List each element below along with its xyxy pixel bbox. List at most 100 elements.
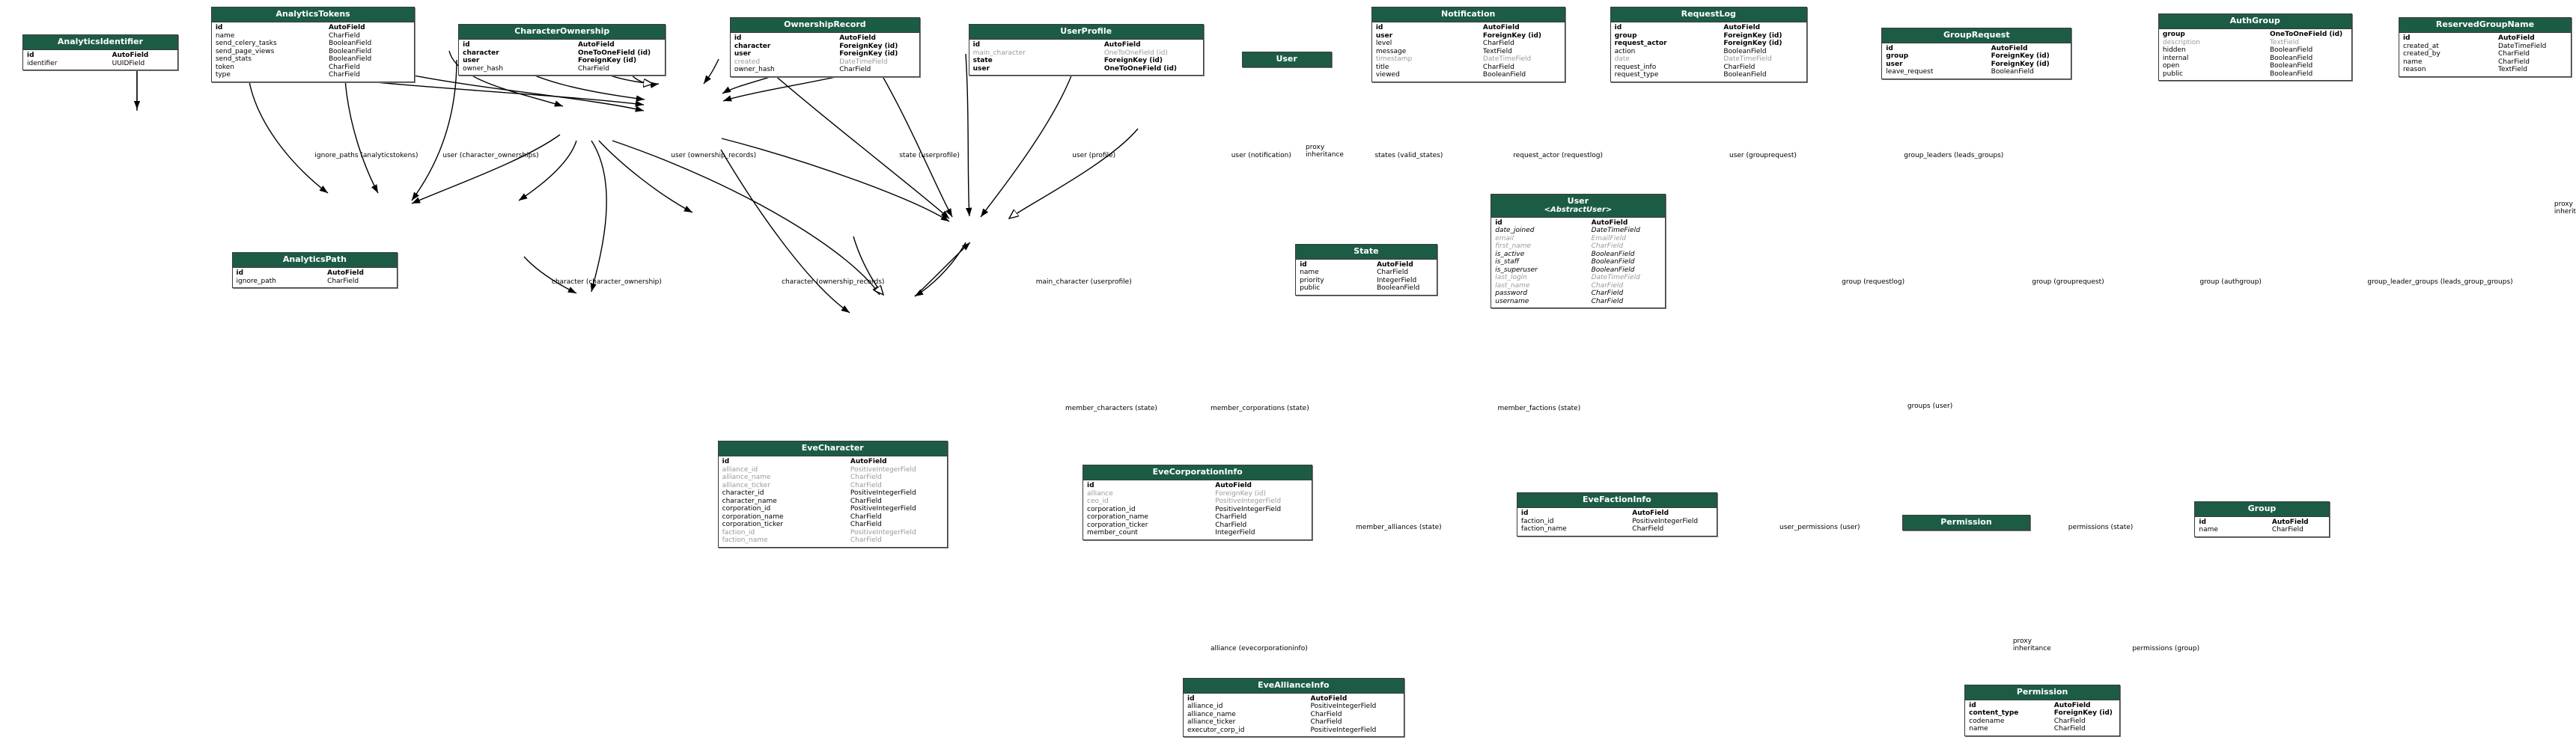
model-node-title: Notification — [1371, 7, 1565, 23]
field-name: state — [972, 57, 993, 65]
field-name: username — [1495, 297, 1529, 305]
edge-label: user (ownership_records) — [671, 152, 757, 160]
field-type: CharField — [850, 521, 882, 529]
field-type: ForeignKey (id) — [1991, 52, 2050, 61]
edge-label: proxy inheritance — [2012, 637, 2051, 653]
model-node-title: AnalyticsPath — [232, 253, 398, 269]
field-name: id — [1969, 701, 1976, 709]
field-name: id — [2199, 518, 2206, 526]
field-name: owner_hash — [463, 64, 504, 73]
model-node-permission_stub[interactable]: Permission — [1902, 515, 2030, 531]
field-name: corporation_ticker — [722, 521, 784, 529]
field-name: email — [1495, 234, 1514, 242]
field-name: ceo_id — [1087, 498, 1109, 506]
model-node-title: AnalyticsTokens — [211, 7, 415, 23]
field-type: BooleanField — [1482, 71, 1526, 79]
field-name: send_celery_tasks — [215, 40, 277, 48]
edge-label: group (grouprequest) — [2032, 278, 2104, 286]
edge-label: groups (user) — [1907, 403, 1953, 411]
field-name: user — [463, 57, 480, 65]
model-node-title: EveAllianceInfo — [1184, 678, 1404, 694]
field-name: internal — [2162, 54, 2189, 62]
field-type: OneToOneField (id) — [577, 49, 651, 57]
field-type: EmailField — [1591, 234, 1626, 242]
field-name: alliance_name — [722, 474, 771, 482]
field-name: send_page_views — [215, 47, 275, 55]
field-type: CharField — [328, 71, 360, 79]
field-name: id — [27, 52, 34, 60]
field-name: alliance_id — [722, 465, 758, 474]
field-type: AutoField — [1991, 44, 2028, 52]
field-name: owner_hash — [734, 66, 775, 74]
field-name: id — [734, 34, 742, 43]
field-name: corporation_ticker — [1087, 521, 1148, 529]
field-type: PositiveIntegerField — [1632, 517, 1699, 525]
model-node-user_stub[interactable]: User — [1241, 52, 1332, 68]
field-type: BooleanField — [1591, 250, 1635, 258]
edge-label: permissions (group) — [2132, 644, 2200, 652]
field-name: request_actor — [1614, 40, 1667, 48]
field-name: public — [2162, 70, 2183, 78]
field-name: id — [722, 458, 730, 466]
field-name: identifier — [27, 59, 58, 67]
field-name: id — [1520, 510, 1529, 518]
field-name: is_staff — [1495, 258, 1520, 266]
field-type: AutoField — [2053, 701, 2091, 709]
model-node-title: EveFactionInfo — [1517, 493, 1717, 509]
field-name: alliance_ticker — [722, 481, 770, 489]
field-type: ForeignKey (id) — [577, 57, 637, 65]
field-name: last_login — [1495, 274, 1527, 282]
field-type: BooleanField — [1723, 71, 1767, 79]
field-type: DateTimeField — [1591, 274, 1640, 282]
field-name: public — [1300, 284, 1321, 293]
field-type: CharField — [328, 63, 360, 71]
field-type: TextField — [2269, 38, 2299, 46]
field-type: PositiveIntegerField — [1310, 726, 1377, 734]
field-name: user — [1375, 31, 1393, 40]
field-type: AutoField — [577, 41, 615, 49]
field-type: PositiveIntegerField — [1215, 498, 1282, 506]
field-type: AutoField — [850, 458, 887, 466]
field-name: first_name — [1495, 242, 1531, 251]
